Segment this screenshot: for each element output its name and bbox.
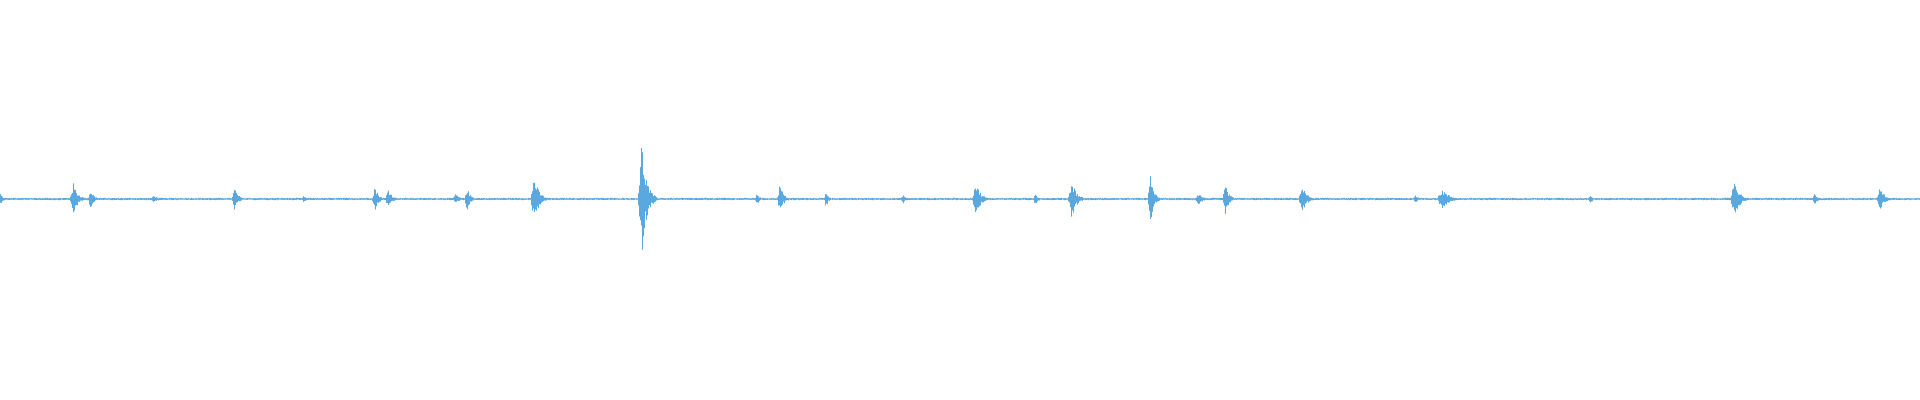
waveform-path — [0, 147, 1920, 250]
waveform-samples — [0, 147, 1920, 250]
